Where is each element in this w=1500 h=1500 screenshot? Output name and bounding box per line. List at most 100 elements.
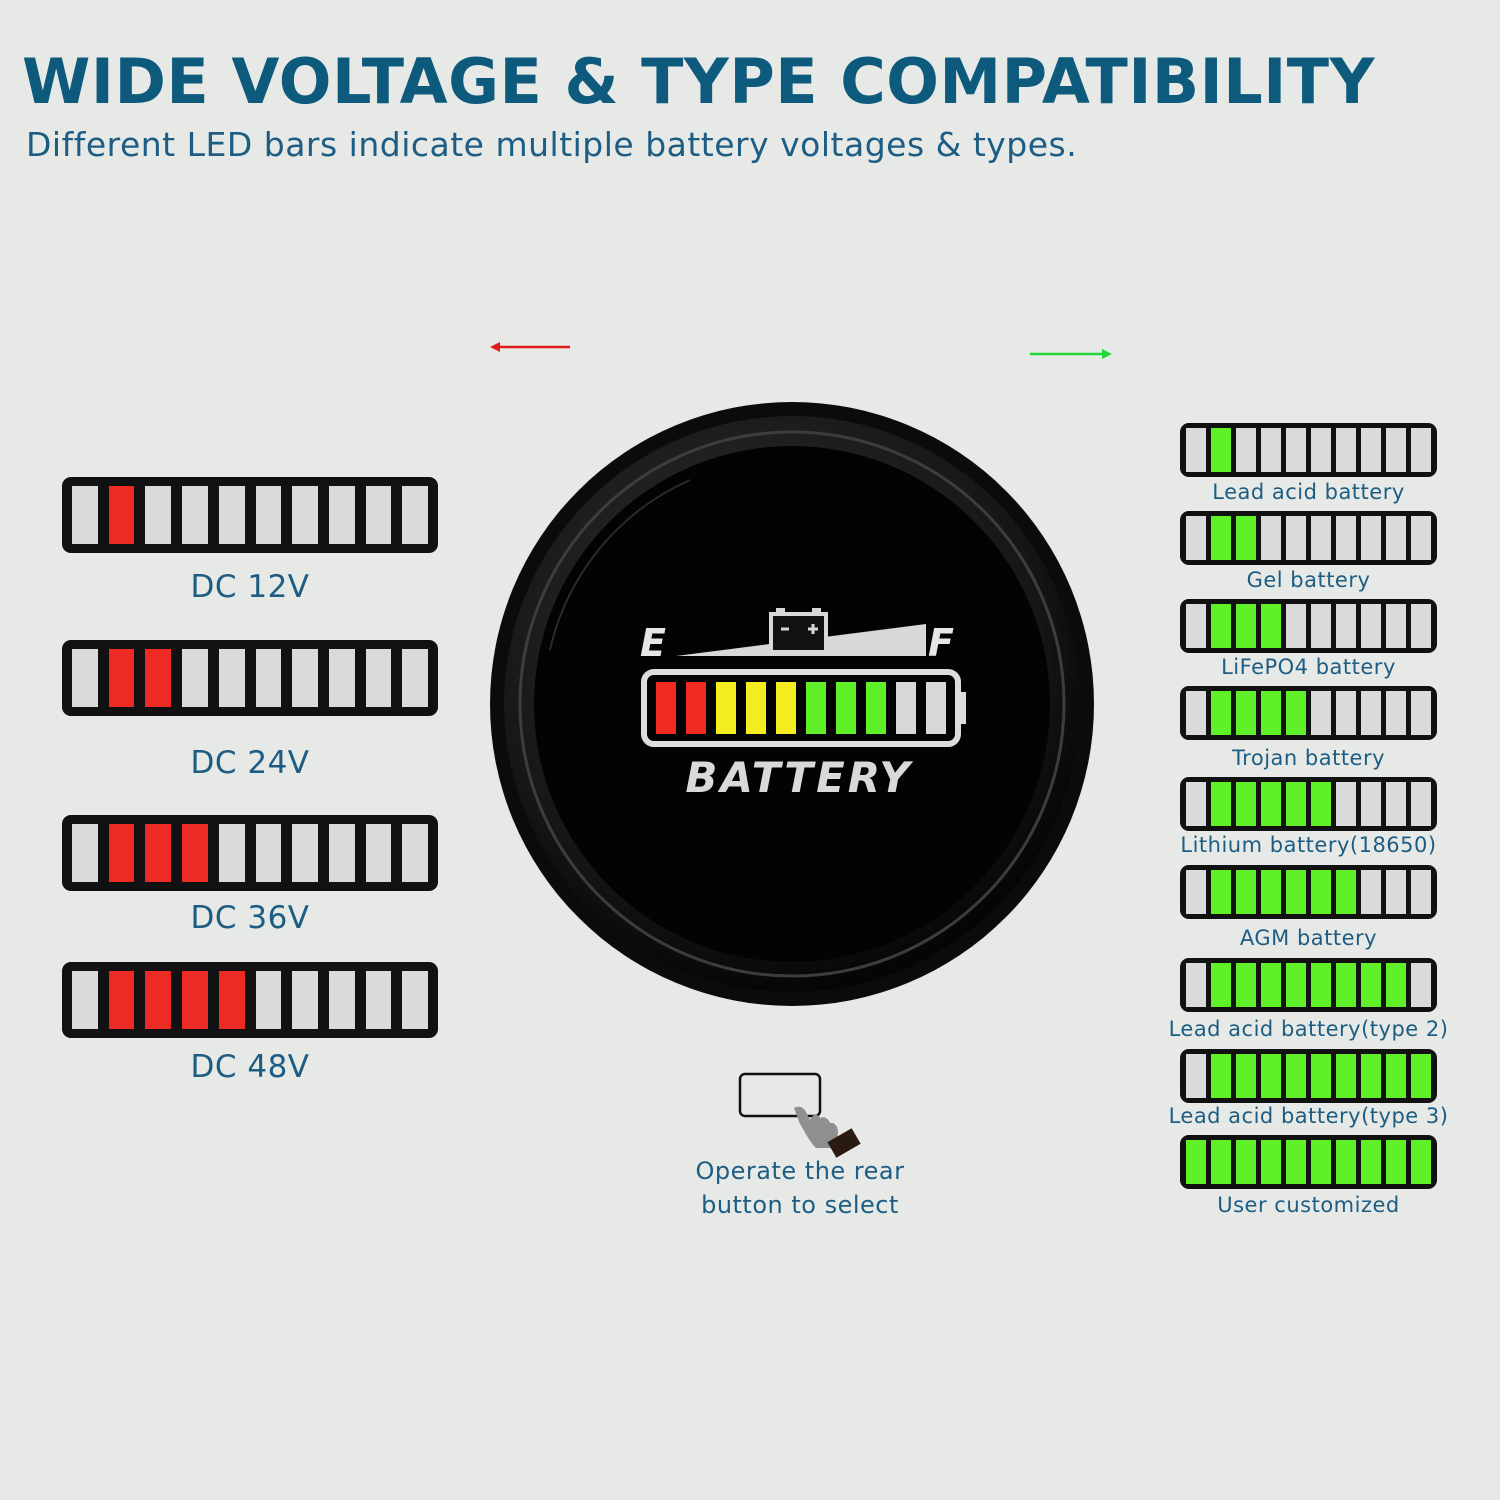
led-segment <box>1336 691 1356 735</box>
led-segment <box>1386 870 1406 914</box>
led-segment <box>1261 428 1281 472</box>
led-segment <box>1311 782 1331 826</box>
led-segment <box>218 649 245 707</box>
led-segment <box>402 649 429 707</box>
led-segment <box>365 486 392 544</box>
led-segment <box>72 649 98 707</box>
led-segment <box>1211 516 1231 560</box>
led-segment <box>1311 604 1331 648</box>
battery-type-label-lithium: Lithium battery(18650) <box>1180 833 1437 857</box>
voltage-bar-36v[interactable] <box>62 815 438 891</box>
led-segment <box>1261 963 1281 1007</box>
button-press-hand-icon <box>738 1072 861 1158</box>
gauge-led-segment <box>926 682 946 734</box>
led-segment <box>1386 516 1406 560</box>
led-segment <box>1361 870 1381 914</box>
led-segment <box>1186 1054 1206 1098</box>
battery-type-bar-lead-acid-type-3[interactable] <box>1180 1049 1437 1103</box>
led-segment <box>1286 782 1306 826</box>
led-segment <box>1311 963 1331 1007</box>
led-segment <box>402 486 429 544</box>
led-segment <box>402 824 429 882</box>
led-segment <box>1411 782 1431 826</box>
led-segment <box>1386 1140 1406 1184</box>
led-segment <box>365 971 392 1029</box>
led-segment <box>1286 870 1306 914</box>
led-segment <box>1261 516 1281 560</box>
led-segment <box>1236 604 1256 648</box>
hint-line-2: button to select <box>701 1191 899 1219</box>
led-segment <box>145 649 172 707</box>
led-segment <box>1211 1140 1231 1184</box>
battery-type-bar-user-customized[interactable] <box>1180 1135 1437 1189</box>
gauge-led-segment <box>866 682 886 734</box>
led-segment <box>1361 516 1381 560</box>
led-segment <box>1236 870 1256 914</box>
led-segment <box>1336 1054 1356 1098</box>
led-segment <box>365 824 392 882</box>
led-segment <box>218 971 245 1029</box>
led-segment <box>328 649 355 707</box>
led-segment <box>1386 963 1406 1007</box>
led-segment <box>1236 782 1256 826</box>
gauge-led-segment <box>776 682 796 734</box>
led-segment <box>1386 1054 1406 1098</box>
led-segment <box>1261 782 1281 826</box>
led-segment <box>1336 870 1356 914</box>
battery-type-label-lead-acid-type-2: Lead acid battery(type 2) <box>1168 1017 1449 1041</box>
led-segment <box>72 486 98 544</box>
battery-type-bar-trojan[interactable] <box>1180 686 1437 740</box>
led-segment <box>1211 691 1231 735</box>
led-segment <box>1186 1140 1206 1184</box>
led-segment <box>1336 604 1356 648</box>
led-segment <box>1361 428 1381 472</box>
led-segment <box>1261 691 1281 735</box>
voltage-bar-48v[interactable] <box>62 962 438 1038</box>
led-segment <box>1261 604 1281 648</box>
led-segment <box>255 971 282 1029</box>
led-segment <box>1411 691 1431 735</box>
led-segment <box>1211 870 1231 914</box>
led-segment <box>1186 782 1206 826</box>
led-segment <box>1211 604 1231 648</box>
battery-type-bar-lifepo4[interactable] <box>1180 599 1437 653</box>
battery-type-bar-agm[interactable] <box>1180 865 1437 919</box>
led-segment <box>1211 963 1231 1007</box>
led-segment <box>72 971 98 1029</box>
led-segment <box>145 486 172 544</box>
battery-type-bar-lead-acid[interactable] <box>1180 423 1437 477</box>
gauge-led-segments <box>656 682 946 734</box>
led-segment <box>1361 691 1381 735</box>
voltage-label-24v: DC 24V <box>190 745 310 781</box>
led-segment <box>1336 782 1356 826</box>
led-segment <box>1211 1054 1231 1098</box>
led-segment <box>1286 1140 1306 1184</box>
battery-type-label-agm: AGM battery <box>1239 926 1378 950</box>
led-segment <box>1386 782 1406 826</box>
led-segment <box>1236 516 1256 560</box>
right-arrow-icon <box>1030 349 1112 359</box>
page-title: WIDE VOLTAGE & TYPE COMPATIBILITY <box>22 45 1375 118</box>
led-segment <box>1236 1140 1256 1184</box>
voltage-bar-12v[interactable] <box>62 477 438 553</box>
led-segment <box>108 824 135 882</box>
led-segment <box>218 486 245 544</box>
battery-type-label-lead-acid-type-3: Lead acid battery(type 3) <box>1168 1104 1449 1128</box>
gauge-brand-text: BATTERY <box>685 753 913 802</box>
led-segment <box>1336 516 1356 560</box>
battery-type-bar-gel[interactable] <box>1180 511 1437 565</box>
led-segment <box>182 649 208 707</box>
led-segment <box>1411 963 1431 1007</box>
led-segment <box>1236 691 1256 735</box>
led-segment <box>328 486 355 544</box>
led-segment <box>292 824 318 882</box>
battery-type-label-trojan: Trojan battery <box>1231 746 1386 770</box>
led-segment <box>1411 1140 1431 1184</box>
battery-type-bar-lithium[interactable] <box>1180 777 1437 831</box>
led-segment <box>1186 604 1206 648</box>
led-segment <box>145 971 172 1029</box>
voltage-bar-24v[interactable] <box>62 640 438 716</box>
battery-type-bar-lead-acid-type-2[interactable] <box>1180 958 1437 1012</box>
led-segment <box>218 824 245 882</box>
gauge-led-segment <box>836 682 856 734</box>
